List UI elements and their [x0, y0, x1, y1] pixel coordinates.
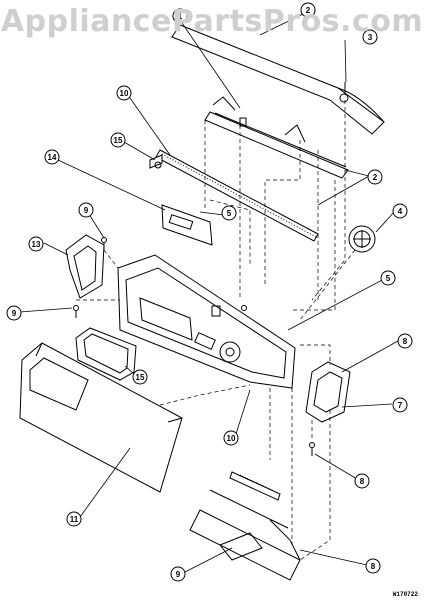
callout-markers: 1 2 3 10 15 14 5 2 4 9 13 9 5 15 8 7 10 11 8 9 8: [6, 2, 413, 582]
callout-label: 10: [120, 89, 129, 98]
callout-label: 2: [306, 6, 311, 15]
callout-2: 2: [300, 2, 316, 18]
callout-1: 1: [172, 8, 188, 24]
callout-label: 15: [136, 373, 145, 382]
callout-10: 10: [116, 85, 132, 101]
base-frame: [189, 471, 301, 581]
callout-8: 8: [365, 558, 381, 574]
window-lens: [75, 327, 137, 381]
callout-label: 10: [227, 434, 236, 443]
console-front-cover: [19, 342, 183, 493]
timer-knob: [348, 225, 376, 253]
callout-11: 11: [66, 511, 82, 527]
callout-label: 5: [227, 209, 232, 218]
control-board: [161, 204, 213, 246]
callout-9: 9: [78, 202, 94, 218]
callout-label: 1: [178, 12, 183, 21]
callout-label: 9: [12, 309, 17, 318]
callout-label: 8: [360, 477, 365, 486]
callout-label: 9: [176, 570, 181, 579]
callout-leaders: [19, 13, 399, 573]
callout-14: 14: [44, 149, 60, 165]
callout-4: 4: [392, 203, 408, 219]
callout-8: 8: [354, 473, 370, 489]
console-rail: [204, 96, 349, 179]
callout-8: 8: [397, 333, 413, 349]
callout-label: 2: [373, 173, 378, 182]
callout-label: 11: [70, 515, 79, 524]
callout-5: 5: [221, 205, 237, 221]
right-end-cap: [305, 361, 351, 423]
callout-label: 5: [386, 274, 391, 283]
watermark-text: AppliancePartsPros.com: [0, 4, 424, 39]
callout-label: 13: [32, 240, 41, 249]
assembly-guide-lines: [76, 100, 356, 561]
callout-label: 8: [403, 337, 408, 346]
callout-label: 3: [368, 33, 373, 42]
callout-7: 7: [392, 397, 408, 413]
diagram-code: W170722: [392, 591, 418, 598]
callout-15: 15: [132, 369, 148, 385]
callout-2: 2: [367, 169, 383, 185]
callout-3: 3: [362, 29, 378, 45]
callout-5: 5: [380, 270, 396, 286]
callout-label: 7: [398, 401, 403, 410]
screw-hardware: [73, 82, 346, 456]
top-cover-panel: [171, 24, 385, 135]
callout-9: 9: [170, 566, 186, 582]
main-console-panel: [117, 254, 296, 389]
callout-label: 15: [114, 136, 123, 145]
callout-9: 9: [6, 305, 22, 321]
callout-label: 4: [398, 207, 403, 216]
callout-label: 8: [371, 562, 376, 571]
callout-label: 14: [48, 153, 57, 162]
callout-15: 15: [110, 132, 126, 148]
callout-10: 10: [223, 430, 239, 446]
callout-13: 13: [28, 236, 44, 252]
callout-label: 9: [84, 206, 89, 215]
left-end-cap: [65, 234, 105, 299]
